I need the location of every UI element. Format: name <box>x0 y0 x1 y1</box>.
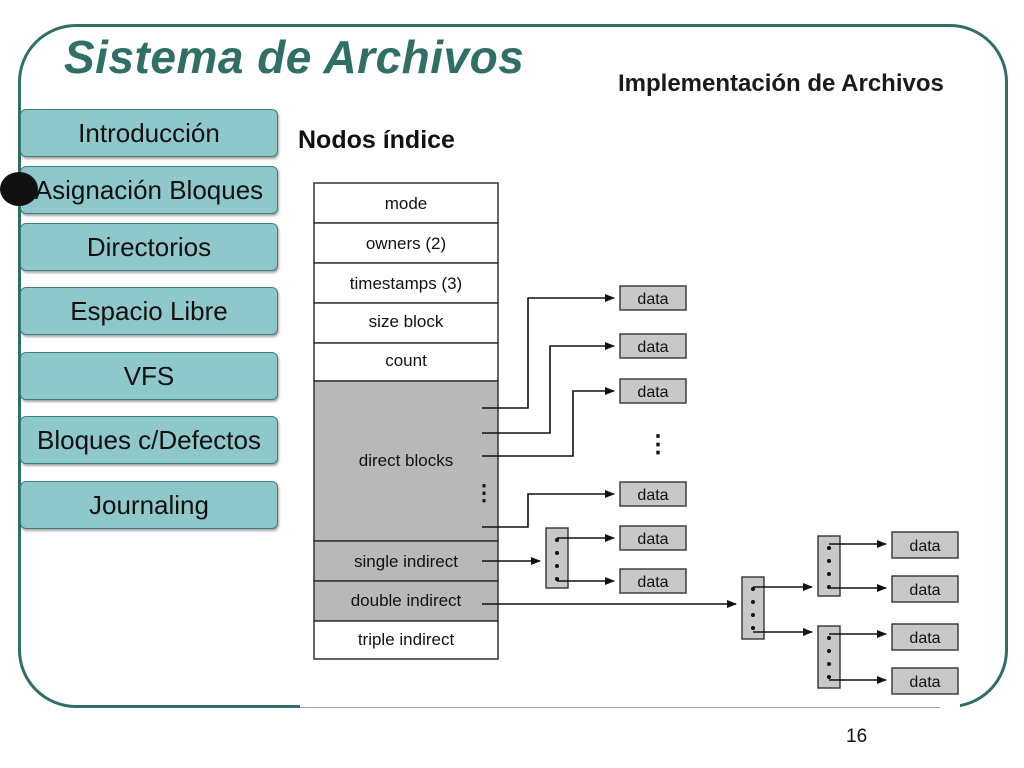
nav-item-directorios[interactable]: Directorios <box>20 223 278 271</box>
inode-cell-double-indirect <box>313 580 499 622</box>
second-level-index-block <box>817 625 841 689</box>
inode-cell-triple-indirect <box>313 620 499 660</box>
double-indirect-chain: data data data data <box>482 531 959 695</box>
data-block <box>619 378 687 404</box>
index-dot <box>827 559 831 563</box>
slide-title: Sistema de Archivos <box>64 30 533 84</box>
inode-table: mode owners (2) timestamps (3) size bloc… <box>313 182 499 660</box>
direct-blocks-ellipsis: ⋮ <box>473 480 495 505</box>
inode-cell-mode <box>313 182 499 224</box>
index-dot <box>827 636 831 640</box>
index-dot <box>555 538 559 542</box>
index-dot <box>827 572 831 576</box>
data-block <box>891 531 959 559</box>
index-dot <box>751 626 755 630</box>
single-indirect-chain: data data <box>482 525 687 594</box>
index-dot <box>555 577 559 581</box>
inode-field-triple-indirect: triple indirect <box>358 630 455 649</box>
data-block-label: data <box>637 291 668 308</box>
arrow-direct-1 <box>482 294 615 409</box>
data-block <box>619 333 687 359</box>
inode-cell-timestamps <box>313 262 499 304</box>
index-dot <box>555 551 559 555</box>
inode-cell-single-indirect <box>313 540 499 582</box>
data-block <box>619 481 687 507</box>
direct-data-blocks: data data data ⋮ data <box>619 285 687 507</box>
index-dot <box>827 675 831 679</box>
page-number: 16 <box>846 726 868 747</box>
data-block <box>619 568 687 594</box>
arrow-direct-3 <box>482 387 615 457</box>
nav-item-espacio-libre[interactable]: Espacio Libre <box>20 287 278 335</box>
inode-field-double-indirect: double indirect <box>351 591 462 610</box>
inode-field-count: count <box>385 351 427 370</box>
inode-field-owners: owners (2) <box>366 234 446 253</box>
nav-item-introduccion[interactable]: Introducción <box>20 109 278 157</box>
second-level-index-block <box>817 535 841 597</box>
nav-item-asignacion-bloques[interactable]: Asignación Bloques <box>20 166 278 214</box>
inode-field-direct-blocks: direct blocks <box>359 451 453 470</box>
frame-underline <box>300 707 940 708</box>
data-block <box>619 525 687 551</box>
slide-subtitle: Implementación de Archivos <box>612 70 950 98</box>
data-block-label: data <box>637 339 668 356</box>
arrow-direct-2 <box>482 342 615 434</box>
inode-cell-count <box>313 342 499 382</box>
data-block-label: data <box>909 582 940 599</box>
index-dot <box>751 587 755 591</box>
index-dot <box>751 600 755 604</box>
inode-cell-direct-blocks <box>313 380 499 542</box>
section-heading: Nodos índice <box>298 126 455 154</box>
inode-field-timestamps: timestamps (3) <box>350 274 462 293</box>
data-block-label: data <box>909 630 940 647</box>
inode-field-single-indirect: single indirect <box>354 552 458 571</box>
active-section-bullet-icon <box>0 172 38 206</box>
single-index-block <box>545 527 569 589</box>
data-block-label: data <box>637 574 668 591</box>
nav-item-vfs[interactable]: VFS <box>20 352 278 400</box>
data-block-label: data <box>637 531 668 548</box>
data-block-label: data <box>637 384 668 401</box>
double-index-block <box>741 576 765 640</box>
nav-item-bloques-defectos[interactable]: Bloques c/Defectos <box>20 416 278 464</box>
inode-field-size-block: size block <box>369 312 444 331</box>
inode-field-mode: mode <box>385 194 428 213</box>
arrow-direct-4 <box>482 490 615 528</box>
data-block <box>891 575 959 603</box>
index-dot <box>827 649 831 653</box>
inode-cell-owners <box>313 222 499 264</box>
data-block-label: data <box>909 538 940 555</box>
data-block <box>619 285 687 311</box>
data-blocks-ellipsis: ⋮ <box>646 431 670 458</box>
data-block-label: data <box>637 487 668 504</box>
data-block <box>891 667 959 695</box>
direct-arrows <box>482 294 615 528</box>
index-dot <box>555 564 559 568</box>
nav-item-journaling[interactable]: Journaling <box>20 481 278 529</box>
index-dot <box>827 662 831 666</box>
inode-cell-size-block <box>313 302 499 344</box>
data-block <box>891 623 959 651</box>
index-dot <box>827 546 831 550</box>
index-dot <box>751 613 755 617</box>
data-block-label: data <box>909 674 940 691</box>
